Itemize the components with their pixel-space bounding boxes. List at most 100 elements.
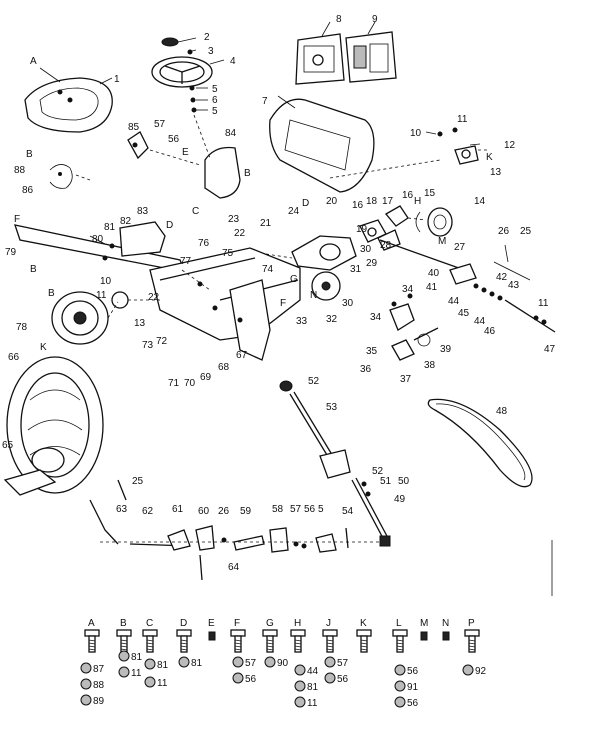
callout: 52 <box>372 466 384 477</box>
callout: 21 <box>260 218 272 229</box>
callout: 56 <box>168 134 180 145</box>
callout: 1 <box>114 74 120 85</box>
hw-ref: 56 <box>245 674 257 685</box>
callout: 46 <box>484 326 496 337</box>
callout: 32 <box>326 314 338 325</box>
steering-housing <box>127 114 241 199</box>
hw-ref: 57 <box>245 658 257 669</box>
washer-icon <box>394 696 406 708</box>
callout: 51 <box>380 476 392 487</box>
callout: 22 <box>234 228 246 239</box>
callout: 11 <box>96 290 107 301</box>
callout: 28 <box>380 240 392 251</box>
callout: 42 <box>496 272 508 283</box>
hw-ref: 87 <box>93 664 105 675</box>
bolt-icon <box>230 629 246 653</box>
bolt-icon <box>84 629 100 653</box>
hw-ref: 88 <box>93 680 105 691</box>
callout: 66 <box>8 352 20 363</box>
callout: 81 <box>104 222 116 233</box>
callout: A <box>30 56 37 67</box>
callout: 12 <box>504 140 516 151</box>
callout: 63 <box>116 504 128 515</box>
callout: 72 <box>156 336 168 347</box>
hw-ref: 11 <box>307 698 318 709</box>
washer-icon <box>80 694 92 706</box>
callout: 29 <box>366 258 378 269</box>
bolt-icon <box>262 629 278 653</box>
callout: 44 <box>448 296 460 307</box>
callout: 44 <box>474 316 486 327</box>
drive-belt <box>427 398 533 488</box>
hardware-letter: P <box>468 618 475 629</box>
callout: 24 <box>288 206 300 217</box>
bolt-icon <box>116 629 132 653</box>
hw-ref: 56 <box>407 666 419 677</box>
callout: 5 <box>212 84 218 95</box>
dash-panels <box>295 21 397 85</box>
callout: 43 <box>508 280 520 291</box>
callout: K <box>40 342 47 353</box>
callout: 59 <box>240 506 252 517</box>
callout: 9 <box>372 14 378 25</box>
callout: 62 <box>142 506 154 517</box>
callout: 6 <box>212 95 218 106</box>
hardware-letter: A <box>88 618 95 629</box>
washer-icon <box>232 656 244 668</box>
callout: 86 <box>22 185 34 196</box>
washer-icon <box>294 696 306 708</box>
washer-icon <box>324 656 336 668</box>
washer-icon <box>294 680 306 692</box>
callout: 34 <box>370 312 382 323</box>
callout: 52 <box>308 376 320 387</box>
rear-wheel <box>3 356 104 496</box>
callout: 85 <box>128 122 140 133</box>
callout: 69 <box>200 372 212 383</box>
hardware-letter: B <box>120 618 127 629</box>
hood-panel <box>269 95 375 193</box>
hw-ref: 81 <box>307 682 319 693</box>
callout: 26 <box>218 506 230 517</box>
callout: 7 <box>262 96 268 107</box>
bolt-icon <box>208 631 216 641</box>
callout: 82 <box>120 216 132 227</box>
callout: 47 <box>544 344 556 355</box>
hw-ref: 81 <box>131 652 143 663</box>
callout: 25 <box>132 476 144 487</box>
washer-icon <box>394 664 406 676</box>
hardware-letter: G <box>266 618 274 629</box>
bolt-icon <box>322 629 338 653</box>
callout: 58 <box>272 504 284 515</box>
callout: 25 <box>520 226 532 237</box>
brake-linkage <box>89 479 380 581</box>
callout: B <box>48 288 55 299</box>
chassis-frame <box>14 224 301 361</box>
bolt-icon <box>290 629 306 653</box>
callout: 49 <box>394 494 406 505</box>
callout: 61 <box>172 504 184 515</box>
washer-icon <box>144 658 156 670</box>
callout: 17 <box>382 196 394 207</box>
callout: 20 <box>326 196 338 207</box>
hw-ref: 44 <box>307 666 319 677</box>
washer-icon <box>118 650 130 662</box>
steering-wheel-assembly <box>151 37 225 113</box>
washer-icon <box>80 678 92 690</box>
callout: 80 <box>92 234 104 245</box>
hw-ref: 56 <box>337 674 349 685</box>
callout: 54 <box>342 506 354 517</box>
hardware-key-refs: 87 88 89 81 11 81 11 81 57 56 90 44 81 1… <box>80 650 487 709</box>
callout: 14 <box>474 196 486 207</box>
callout: E <box>182 147 189 158</box>
hw-ref: 81 <box>191 658 203 669</box>
callout: 34 <box>402 284 414 295</box>
washer-icon <box>294 664 306 676</box>
hw-ref: 89 <box>93 696 105 707</box>
callout: 84 <box>225 128 237 139</box>
callout: 35 <box>366 346 378 357</box>
callout: 60 <box>198 506 210 517</box>
callout: B <box>30 264 37 275</box>
callout: 68 <box>218 362 230 373</box>
callout: 50 <box>398 476 410 487</box>
